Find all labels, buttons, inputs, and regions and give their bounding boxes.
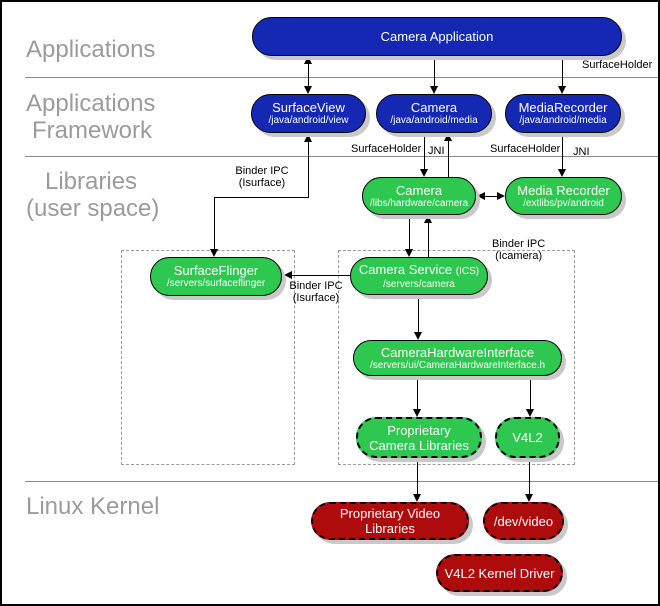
edge-cameralib-cameraservice-down	[409, 215, 410, 250]
layer-separator-3	[25, 481, 658, 482]
node-mediarecorder-api: MediaRecorder /java/android/media	[505, 94, 621, 133]
arrowhead-down-mediarecorder-lib	[558, 169, 566, 177]
node-surfaceflinger: SurfaceFlinger /servers/surfaceflinger	[150, 257, 282, 296]
edge-label-binder-ipc-isurface-mid: Binder IPC (Isurface)	[289, 280, 343, 304]
edge-label-binder-ipc-icamera: Binder IPC (Icamera)	[492, 238, 546, 262]
layer-label-libraries: Libraries(user space)	[26, 168, 160, 222]
edge-label-jni-camera: JNI	[428, 145, 445, 157]
layer-label-applications: Applications	[26, 36, 156, 63]
edge-v4l2-devvideo	[529, 458, 530, 495]
node-camera-service: Camera Service (ICS) /servers/camera	[350, 257, 488, 295]
arrowhead-down-mediarecorder-api	[558, 86, 566, 94]
edge-cameraapp-mediarecorder	[562, 56, 563, 87]
edge-cameraservice-surfaceflinger	[291, 275, 350, 276]
edge-cameraservice-chi	[418, 296, 419, 333]
edge-surfaceflinger-surfaceview-v1	[308, 141, 309, 197]
arrowhead-down-surfaceview	[304, 86, 312, 94]
arrowhead-left-surfaceflinger	[284, 271, 292, 279]
edge-label-surfaceholder-camera: SurfaceHolder	[351, 143, 422, 155]
arrowhead-down-proprietary-video-libs	[413, 494, 421, 502]
arrowhead-up-camera-lib	[424, 215, 432, 223]
layer-label-linux-kernel: Linux Kernel	[26, 493, 160, 520]
arrowhead-down-chi	[414, 332, 422, 340]
arrowhead-down-proprietary-camera-libs	[413, 409, 421, 417]
edge-pcl-pvl	[417, 458, 418, 495]
arrowhead-right-mediarecorder-lib	[497, 192, 505, 200]
node-proprietary-video-libraries: Proprietary Video Libraries	[311, 502, 469, 540]
node-surfaceview: SurfaceView /java/android/view	[251, 94, 366, 133]
node-v4l2-kernel-driver: V4L2 Kernel Driver	[436, 554, 563, 592]
edge-label-binder-ipc-isurface-top: Binder IPC (Isurface)	[235, 165, 289, 189]
layer-separator-2	[25, 156, 658, 157]
surfaceflinger-group-rect	[121, 250, 295, 465]
camera-service-group-rect	[338, 250, 575, 465]
node-camera-lib: Camera /libs/hardware/camera	[362, 177, 476, 215]
edge-cameraapp-surfaceview	[308, 63, 309, 87]
arrowhead-left-camera-lib	[477, 192, 485, 200]
node-v4l2: V4L2	[495, 417, 560, 458]
edge-cameralib-cameraapi	[448, 140, 449, 177]
arrowhead-up-surfaceview	[304, 134, 312, 142]
edge-cameralib-mediarecorderlib	[484, 196, 498, 197]
edge-mediarecorderapi-mediarecorderlib	[562, 133, 563, 169]
edge-cameraapp-camera	[434, 56, 435, 87]
node-mediarecorder-lib: Media Recorder /extlibs/pv/android	[505, 177, 622, 215]
layer-separator-1	[25, 77, 658, 78]
arrowhead-down-surfaceflinger	[210, 249, 218, 257]
edge-surfaceflinger-surfaceview-v2	[214, 197, 215, 250]
node-dev-video: /dev/video	[483, 502, 564, 540]
node-camera-hardware-interface: CameraHardwareInterface /servers/ui/Came…	[353, 340, 562, 376]
node-camera-api: Camera /java/android/media	[376, 94, 492, 133]
arrowhead-down-camera-service	[405, 249, 413, 257]
edge-label-surfaceholder-recorder: SurfaceHolder	[490, 143, 561, 155]
node-camera-application: Camera Application	[252, 17, 622, 56]
edge-label-jni-recorder: JNI	[573, 146, 590, 158]
edge-label-surfaceholder-top: SurfaceHolder	[582, 59, 653, 71]
arrowhead-up-camera-application	[304, 56, 312, 64]
edge-chi-v4l2	[530, 376, 531, 410]
arrowhead-up-camera-api	[444, 133, 452, 141]
edge-cameraapi-cameralib	[424, 133, 425, 169]
edge-surfaceflinger-surfaceview-h	[214, 197, 309, 198]
arrowhead-down-camera-lib	[420, 169, 428, 177]
arrowhead-down-devvideo	[525, 494, 533, 502]
node-proprietary-camera-libraries: Proprietary Camera Libraries	[356, 417, 482, 458]
arrowhead-down-v4l2	[526, 409, 534, 417]
edge-chi-proprietary-camera-libs	[417, 376, 418, 410]
edge-cameraservice-cameralib-up	[428, 222, 429, 257]
arrowhead-down-camera-api	[430, 86, 438, 94]
